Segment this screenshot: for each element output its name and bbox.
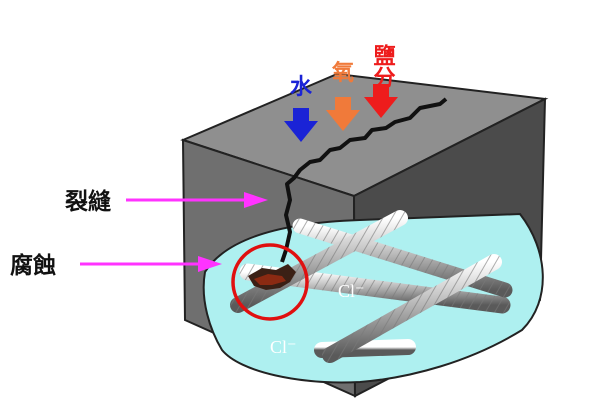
- water-label: 水: [290, 75, 313, 100]
- chloride-label: Cl⁻: [270, 337, 297, 357]
- corrosion-pointer-arrow: [80, 256, 222, 272]
- crack-label: 裂縫: [65, 188, 111, 215]
- corrosion-label: 腐蝕: [10, 252, 56, 279]
- salt-label: 鹽分: [370, 44, 396, 88]
- chloride-label: Cl⁻: [338, 281, 365, 301]
- oxygen-label: 氧: [331, 61, 354, 86]
